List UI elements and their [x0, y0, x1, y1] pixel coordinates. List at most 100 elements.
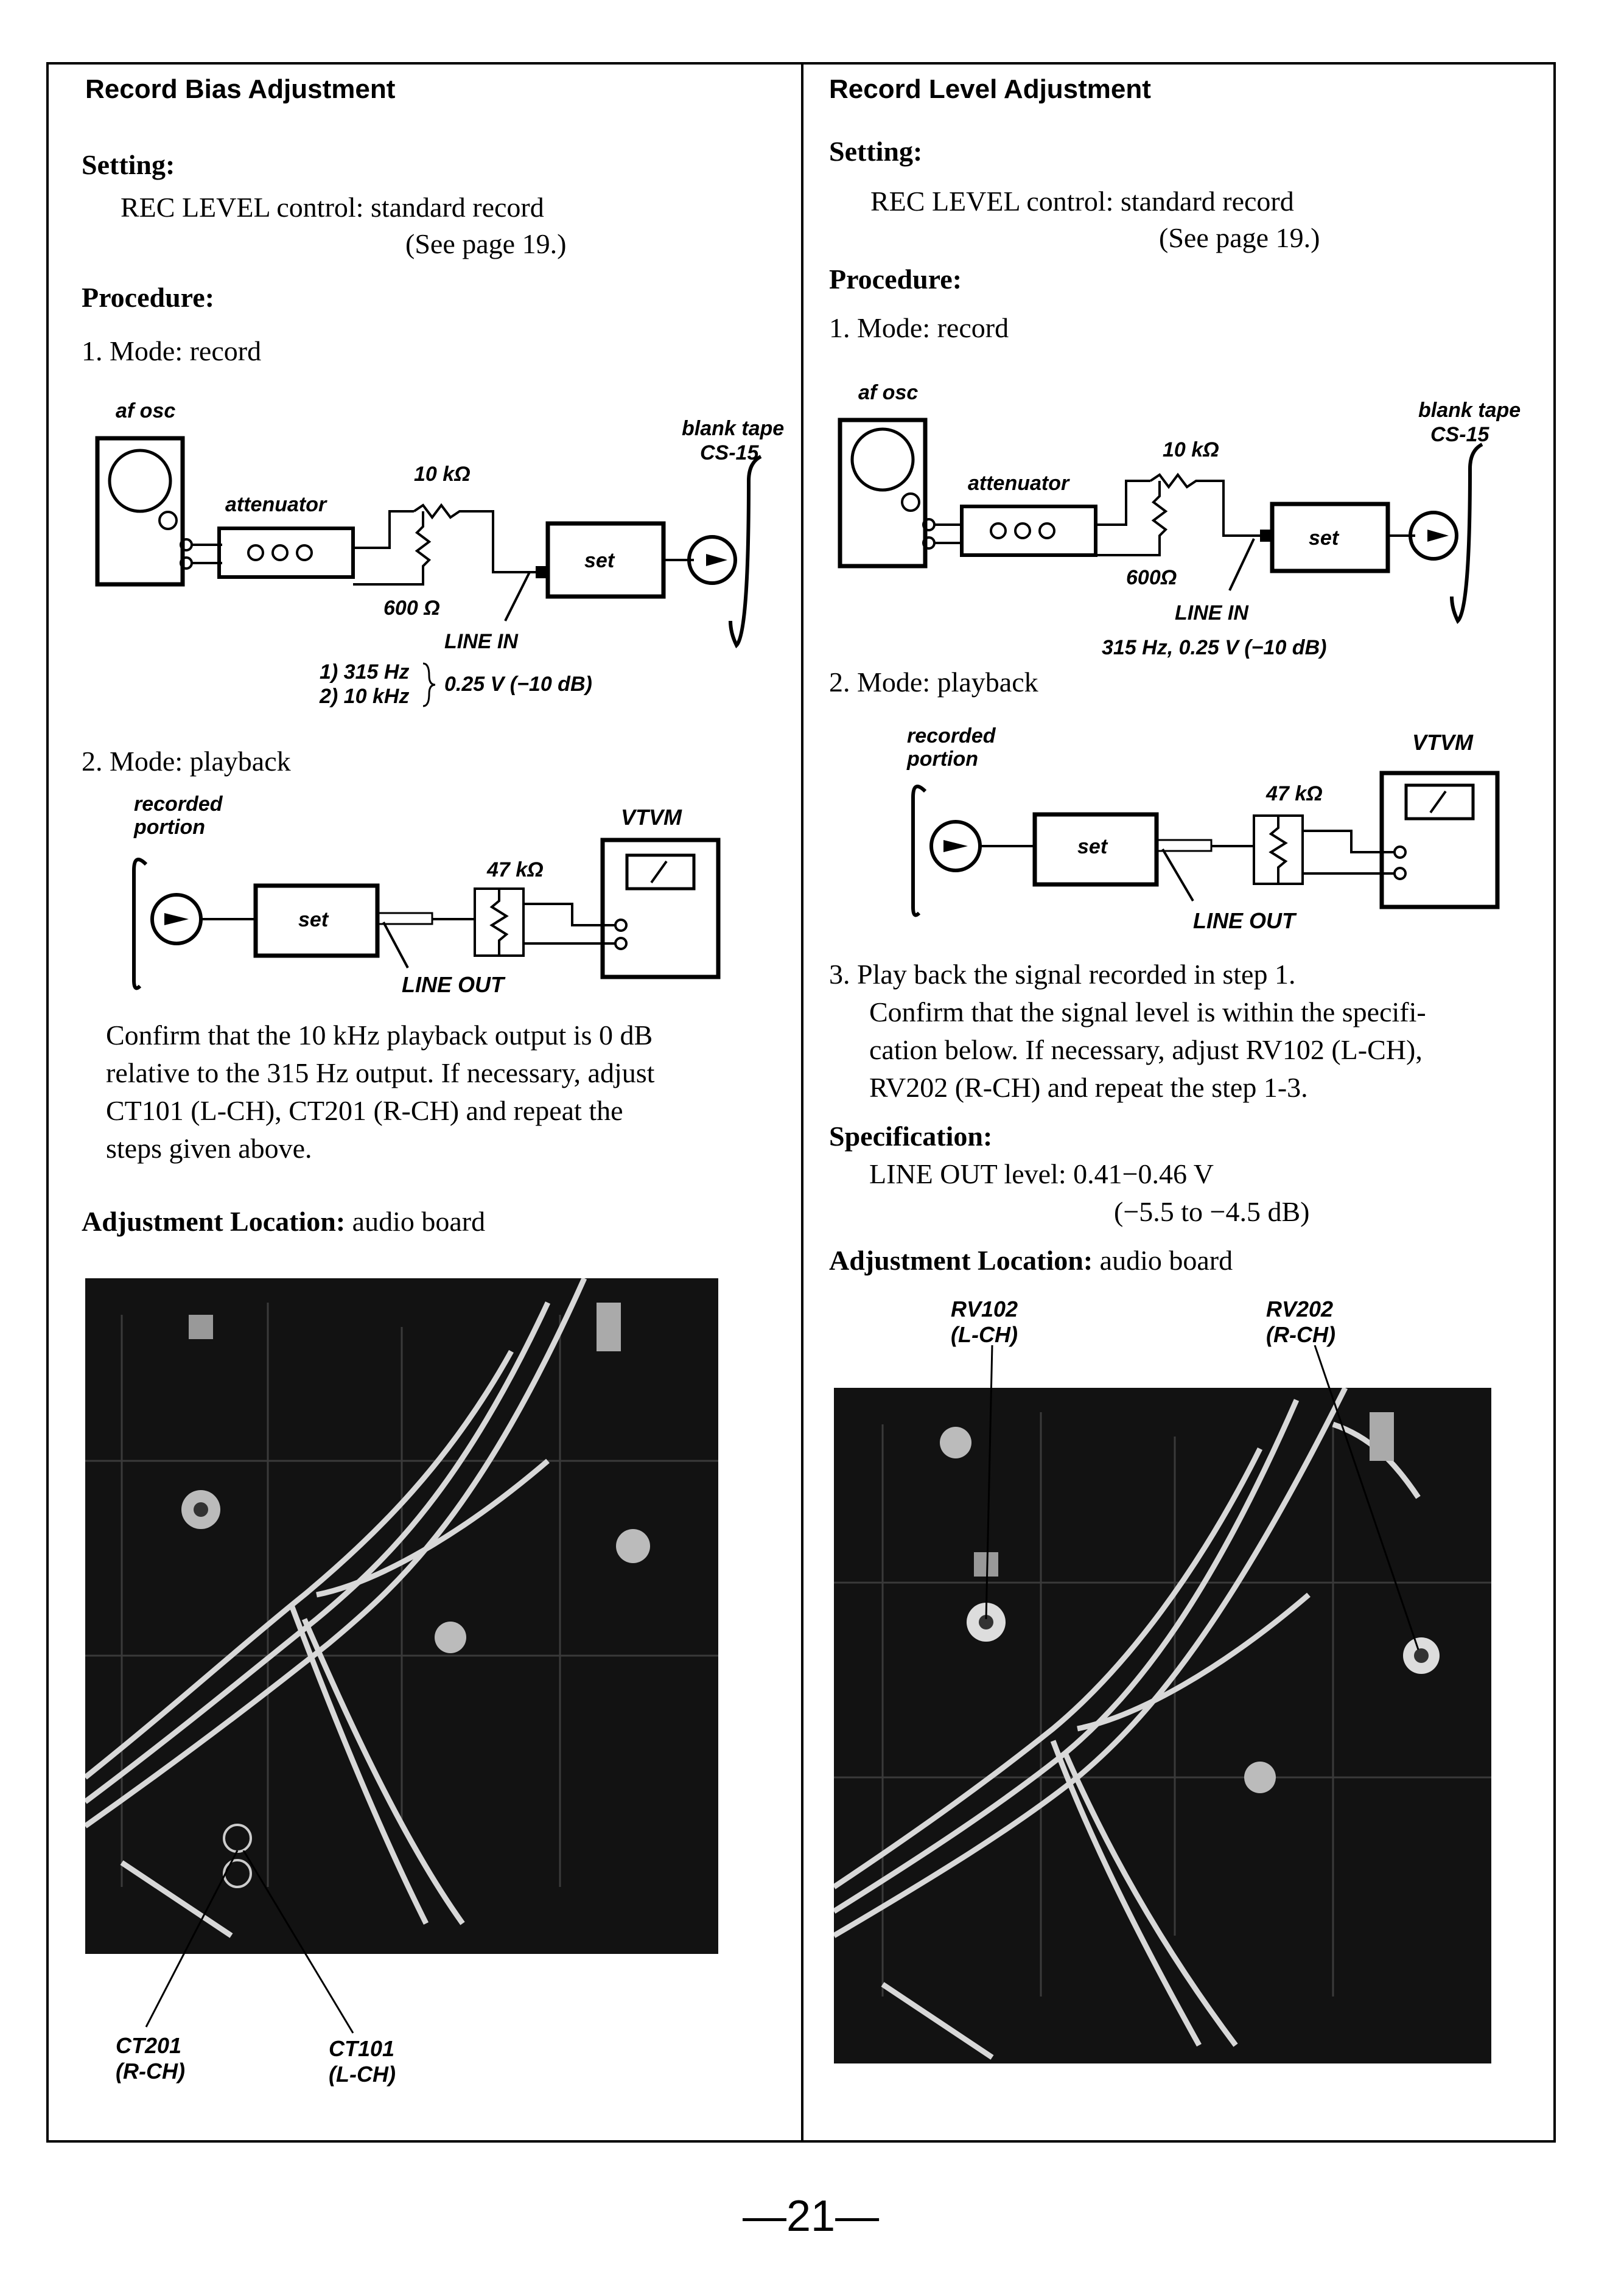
portion-label: portion [133, 816, 205, 839]
left-board-photo [85, 1278, 718, 1954]
right-callout-lines [985, 1345, 1419, 1650]
af-osc-box [95, 436, 185, 587]
line-in-label: LINE IN [444, 630, 519, 653]
right-adjustment-location: Adjustment Location: audio board [829, 1242, 1233, 1279]
rv202-ch-label: (R-CH) [1266, 1322, 1335, 1347]
right-spec-line2: (−5.5 to −4.5 dB) [1114, 1196, 1310, 1227]
tape-reel-icon [687, 535, 737, 585]
step3-line: RV202 (R-CH) and repeat the step 1-3. [869, 1072, 1308, 1103]
resistor-10k-icon [1149, 472, 1260, 537]
set-label: set [1309, 527, 1340, 550]
adj-label: Adjustment Location: [829, 1245, 1093, 1276]
confirm-line: CT101 (L-CH), CT201 (R-CH) and repeat th… [106, 1095, 623, 1126]
attenuator-box [217, 527, 355, 579]
af-osc-dial-icon [108, 449, 172, 513]
adj-value: audio board [1099, 1245, 1233, 1276]
left-title: Record Bias Adjustment [85, 74, 396, 104]
left-callout-lines [145, 1850, 354, 2034]
line-in-label: LINE IN [1175, 601, 1249, 625]
ct201-label: CT201 [116, 2033, 182, 2058]
step3-line: cation below. If necessary, adjust RV102… [869, 1034, 1423, 1065]
right-step3: 3. Play back the signal recorded in step… [829, 959, 1296, 990]
left-adjustment-location: Adjustment Location: audio board [82, 1203, 485, 1241]
page-number: —21— [743, 2192, 880, 2241]
rv202-label: RV202 [1266, 1297, 1334, 1321]
vtvm-label: VTVM [1412, 730, 1474, 755]
vtvm-meter-icon [625, 853, 696, 891]
right-setting-line2: (See page 19.) [1159, 222, 1320, 253]
ct201-trimmer [223, 1824, 252, 1853]
level-label: 315 Hz, 0.25 V (−10 dB) [1102, 636, 1326, 659]
right-title: Record Level Adjustment [829, 74, 1151, 104]
cs15-label: CS-15 [1430, 423, 1489, 446]
right-record-diagram: af osc attenuator 10 kΩ 600Ω set blank t… [838, 381, 1521, 659]
confirm-line: steps given above. [106, 1133, 312, 1164]
recorded-label: recorded [907, 724, 996, 747]
tape-reel-icon [1409, 511, 1458, 561]
set-label: set [1077, 835, 1108, 858]
vtvm-label: VTVM [621, 805, 682, 830]
ct101-label: CT101 [329, 2036, 395, 2061]
left-playback-diagram: recorded portion set 47 kΩ VTVM LINE OUT [132, 793, 721, 997]
ct101-trimmer [223, 1859, 252, 1888]
left-setting-label: Setting: [82, 149, 175, 180]
resistor-10k-label: 10 kΩ [414, 463, 471, 486]
right-board-photo [834, 1388, 1491, 2063]
resistor-600-icon [1096, 481, 1168, 556]
af-osc-box [838, 418, 928, 569]
left-confirm-text: Confirm that the 10 kHz playback output … [106, 1017, 763, 1167]
level-label: 0.25 V (−10 dB) [444, 673, 592, 696]
af-osc-label: af osc [858, 381, 918, 404]
column-divider [801, 62, 803, 2143]
cs15-label: CS-15 [700, 441, 759, 464]
blank-tape-label: blank tape [1418, 399, 1521, 422]
right-playback-diagram: recorded portion set 47 kΩ VTVM LINE OUT [906, 724, 1500, 933]
resistor-47k-icon [489, 889, 509, 956]
right-procedure-label: Procedure: [829, 264, 962, 295]
attenuator-box [960, 505, 1097, 557]
adj-value: audio board [352, 1206, 486, 1237]
line-out-label: LINE OUT [1193, 908, 1297, 933]
resistor-47k-label: 47 kΩ [486, 858, 544, 881]
resistor-10k-icon [413, 503, 536, 573]
resistor-10k-label: 10 kΩ [1163, 438, 1219, 461]
resistor-47k-label: 47 kΩ [1265, 782, 1323, 805]
portion-label: portion [906, 747, 978, 771]
rv102-label: RV102 [951, 1297, 1018, 1321]
vtvm-box [600, 838, 721, 979]
set-box [1270, 502, 1390, 573]
left-setting-line2: (See page 19.) [405, 228, 567, 259]
attenuator-label: attenuator [968, 472, 1070, 495]
right-spec-label: Specification: [829, 1121, 993, 1152]
af-osc-label: af osc [116, 399, 175, 422]
left-procedure-label: Procedure: [82, 282, 215, 313]
left-step1: 1. Mode: record [82, 335, 262, 366]
right-setting-line1: REC LEVEL control: standard record [870, 186, 1294, 217]
step3-line: Confirm that the signal level is within … [869, 996, 1426, 1027]
left-record-diagram: af osc attenuator 10 kΩ 600 Ω set blank … [95, 399, 784, 708]
resistor-600-icon [353, 511, 432, 586]
right-spec-line1: LINE OUT level: 0.41−0.46 V [869, 1158, 1214, 1189]
af-osc-dial-icon [850, 427, 915, 492]
set-label: set [584, 549, 615, 572]
af-osc-knob-icon [158, 511, 178, 530]
resistor-600-label: 600 Ω [383, 597, 440, 620]
freq2-label: 2) 10 kHz [319, 685, 409, 708]
right-step2: 2. Mode: playback [829, 667, 1038, 698]
blank-tape-label: blank tape [682, 417, 784, 440]
audio-board-image [85, 1278, 718, 1938]
confirm-line: relative to the 315 Hz output. If necess… [106, 1057, 655, 1088]
rv102-ch-label: (L-CH) [951, 1322, 1018, 1347]
freq1-label: 1) 315 Hz [320, 660, 409, 684]
resistor-47k-icon [1269, 816, 1288, 884]
resistor-600-label: 600Ω [1126, 566, 1177, 589]
attenuator-label: attenuator [225, 493, 327, 516]
line-out-label: LINE OUT [402, 972, 506, 997]
ct101-ch-label: (L-CH) [329, 2062, 396, 2087]
right-step3-text: Confirm that the signal level is within … [869, 993, 1545, 1107]
left-setting-line1: REC LEVEL control: standard record [121, 192, 544, 223]
confirm-line: Confirm that the 10 kHz playback output … [106, 1020, 653, 1051]
set-label: set [298, 908, 329, 931]
right-setting-label: Setting: [829, 136, 923, 167]
vtvm-box [1379, 771, 1500, 909]
